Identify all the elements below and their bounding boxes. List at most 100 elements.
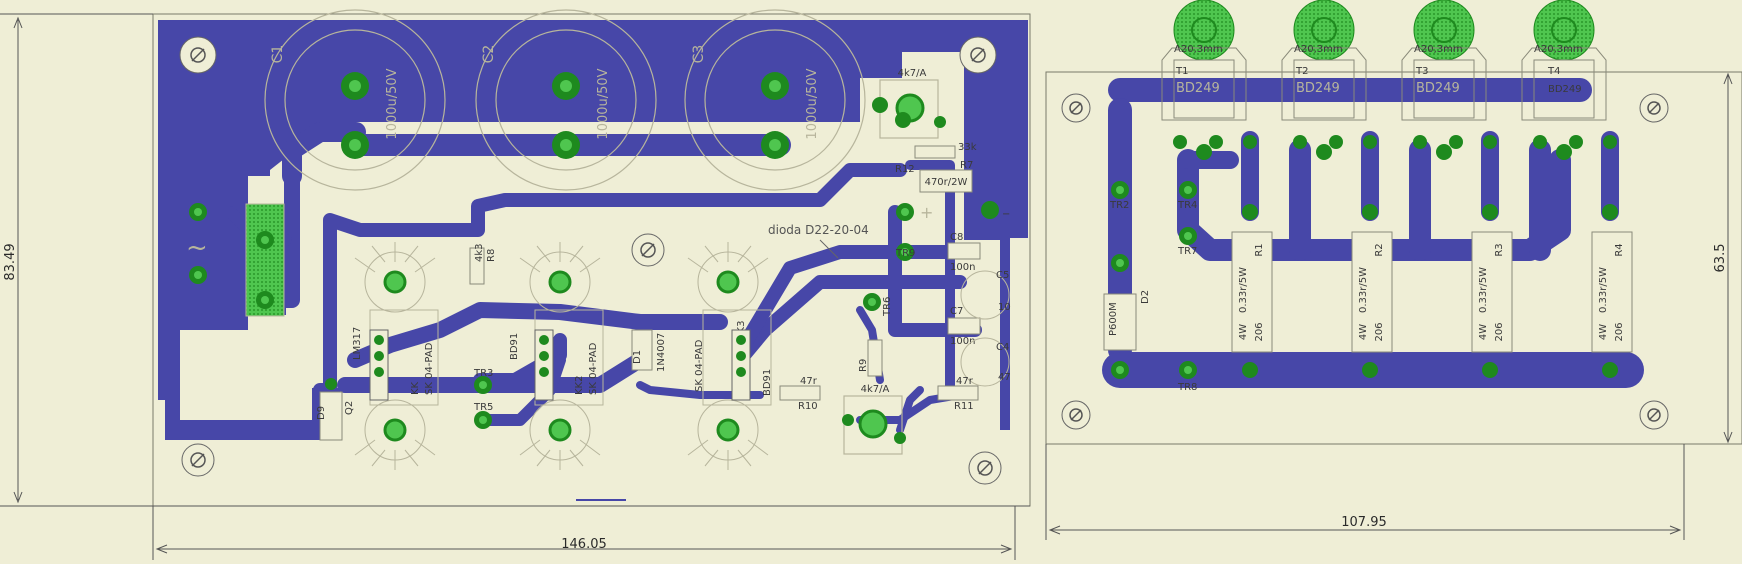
resistor-r3-ref: R3 bbox=[1494, 243, 1505, 256]
resistor-r10-ref: R10 bbox=[798, 401, 818, 412]
resistor-r8-value: 4k3 bbox=[474, 243, 485, 262]
test-point-tr4-label: TR4 bbox=[1177, 200, 1197, 211]
diode-d2 bbox=[1103, 293, 1137, 351]
transistor-bd-b bbox=[731, 329, 751, 401]
diode-d1-value: 1N4007 bbox=[656, 333, 667, 372]
transistor-t4-tag: A20,3mm bbox=[1534, 44, 1583, 55]
capacitor-c5-ref: C5 bbox=[996, 270, 1009, 281]
transistor-t3-tag: A20,3mm bbox=[1414, 44, 1463, 55]
regulator-lm317-label: LM317 bbox=[352, 327, 363, 360]
component-q2-label: Q2 bbox=[344, 401, 355, 415]
resistor-r2-value: 0.33r/5W bbox=[1358, 267, 1369, 313]
mounting-hole-right-tl bbox=[1061, 93, 1091, 123]
capacitor-c7 bbox=[947, 317, 981, 335]
component-q2 bbox=[319, 391, 343, 441]
resistor-r10 bbox=[779, 385, 821, 401]
dimension-main-width-label: 146.05 bbox=[561, 537, 607, 552]
ac-input-pads bbox=[189, 203, 274, 309]
resistor-r8 bbox=[469, 247, 485, 285]
mounting-hole-center bbox=[631, 233, 665, 267]
resistor-r2-power: 4W bbox=[1358, 324, 1369, 340]
resistor-r1-value: 0.33r/5W bbox=[1238, 267, 1249, 313]
resistor-r7-value: 33k bbox=[958, 142, 977, 153]
transistor-t1-tag: A20,3mm bbox=[1174, 44, 1223, 55]
dimension-right-width-label: 107.95 bbox=[1341, 515, 1387, 530]
resistor-r4 bbox=[1591, 204, 1633, 378]
transistor-bd-b-label: BD91 bbox=[762, 369, 773, 396]
capacitor-c1-value: 1000u/50V bbox=[385, 68, 400, 139]
resistor-r9 bbox=[867, 339, 883, 377]
main-copper-traces bbox=[192, 122, 982, 434]
test-point-tr6-label: TR6 bbox=[882, 297, 893, 317]
mounting-hole-br bbox=[968, 451, 1002, 485]
test-points-main bbox=[474, 97, 914, 429]
resistor-r11-ref: R11 bbox=[954, 401, 974, 412]
transistor-t3-type: BD249 bbox=[1416, 81, 1460, 96]
test-points-right bbox=[1111, 181, 1197, 379]
capacitor-c7-value: 100n bbox=[950, 336, 975, 347]
diode-d1 bbox=[631, 329, 653, 371]
dimension-main-height-label: 83.49 bbox=[3, 243, 18, 280]
heatsink-kk2-ref: KK2 bbox=[574, 376, 585, 395]
resistor-r3 bbox=[1471, 204, 1513, 378]
capacitor-c7-ref: C7 bbox=[950, 306, 963, 317]
pot-top-value: 4k7/A bbox=[898, 68, 927, 79]
mounting-hole-bl bbox=[181, 443, 215, 477]
capacitor-c5-value: 10 bbox=[998, 302, 1011, 313]
transistor-t4-type: BD249 bbox=[1548, 84, 1582, 95]
capacitor-c8-ref: C8 bbox=[950, 232, 963, 243]
resistor-r7 bbox=[914, 145, 956, 159]
capacitor-c2-value: 1000u/50V bbox=[596, 68, 611, 139]
diode-d2-value: P600M bbox=[1108, 302, 1119, 336]
resistor-r8-ref: R8 bbox=[486, 249, 497, 262]
component-q2-pad bbox=[325, 378, 337, 390]
transistor-t4-ref: T4 bbox=[1547, 66, 1560, 77]
mounting-hole-tl bbox=[179, 36, 217, 74]
heatsink-kk1 bbox=[354, 242, 439, 470]
capacitor-c1 bbox=[264, 9, 446, 191]
capacitor-c3-ref: C3 bbox=[691, 45, 707, 64]
capacitor-c3-value: 1000u/50V bbox=[805, 68, 820, 139]
resistor-r4-power: 4W bbox=[1598, 324, 1609, 340]
output-pad-minus bbox=[981, 201, 999, 219]
pot-bottom bbox=[842, 395, 906, 455]
component-d9-label: D9 bbox=[316, 406, 327, 420]
transistor-t1-ref: T1 bbox=[1175, 66, 1188, 77]
resistor-r1-ref: R1 bbox=[1254, 243, 1265, 256]
resistor-r12 bbox=[919, 169, 973, 193]
capacitor-c2-ref: C2 bbox=[481, 45, 497, 64]
dimension-main-height bbox=[0, 13, 1030, 507]
output-plus-symbol: + bbox=[920, 203, 933, 222]
resistor-r4-ref: R4 bbox=[1614, 243, 1625, 256]
transistor-bd-a bbox=[534, 329, 554, 401]
test-point-tr2-label: TR2 bbox=[1109, 200, 1129, 211]
resistor-r11-value: 47r bbox=[956, 376, 974, 387]
capacitor-c4-ref: C4 bbox=[996, 342, 1009, 353]
transistor-t2-tag: A20,3mm bbox=[1294, 44, 1343, 55]
dimension-right-width bbox=[1045, 444, 1685, 540]
resistor-r3-value: 0.33r/5W bbox=[1478, 267, 1489, 313]
resistor-r1-code: 206 bbox=[1254, 322, 1265, 341]
pot-bottom-value: 4k7/A bbox=[861, 384, 890, 395]
test-point-tr5-label: TR5 bbox=[473, 402, 493, 413]
transistor-t1-type: BD249 bbox=[1176, 81, 1220, 96]
capacitor-c4 bbox=[960, 337, 1010, 387]
heatsink-kk2 bbox=[519, 242, 604, 470]
output-minus-symbol: − bbox=[1002, 209, 1010, 220]
diode-note: dioda D22-20-04 bbox=[768, 223, 869, 237]
capacitor-c5 bbox=[960, 270, 1010, 320]
diode-d1-ref: D1 bbox=[632, 350, 643, 364]
heatsink-kk3 bbox=[687, 242, 772, 470]
diode-d2-ref: D2 bbox=[1140, 290, 1151, 304]
transistor-bd-a-label: BD91 bbox=[509, 333, 520, 360]
resistor-r4-code: 206 bbox=[1614, 322, 1625, 341]
regulator-lm317 bbox=[369, 329, 389, 401]
transistor-t2 bbox=[1281, 0, 1377, 160]
resistor-r10-value: 47r bbox=[800, 376, 818, 387]
dimension-main-width bbox=[152, 506, 1016, 560]
capacitor-c3 bbox=[684, 9, 866, 191]
resistor-r7-ref: R7 bbox=[960, 160, 973, 171]
output-board-outline bbox=[1045, 71, 1742, 445]
transistor-t4 bbox=[1521, 0, 1617, 160]
transistor-t2-type: BD249 bbox=[1296, 81, 1340, 96]
